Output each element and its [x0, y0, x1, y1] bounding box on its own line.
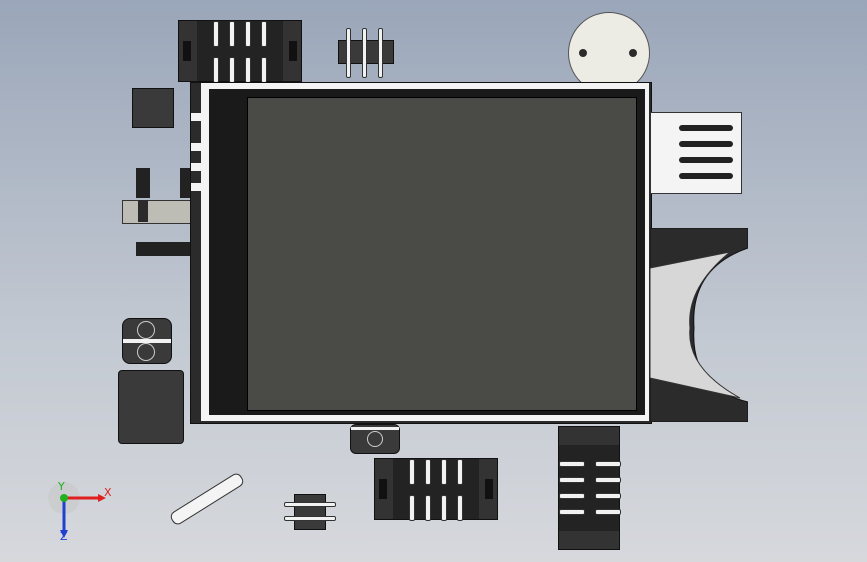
circle-icon: [137, 343, 155, 361]
side-switch[interactable]: [122, 168, 192, 256]
small-2pin-header[interactable]: [284, 494, 336, 530]
z-axis-label: Z: [60, 530, 68, 543]
circle-icon: [367, 431, 383, 447]
inductor-block[interactable]: [118, 370, 184, 444]
small-switch-bottom[interactable]: [350, 424, 400, 454]
circle-icon: [137, 321, 155, 339]
side-connector[interactable]: [650, 112, 742, 194]
crystal-cylinder[interactable]: [168, 471, 246, 527]
sd-card-slot[interactable]: [649, 227, 749, 423]
pin-header-small-top[interactable]: [338, 28, 394, 78]
vertical-header-bottom-right[interactable]: [558, 426, 621, 550]
dual-row-header-bottom[interactable]: [374, 458, 498, 521]
y-axis-label: Y: [58, 480, 65, 493]
axis-triad: X Y Z: [46, 480, 116, 544]
buzzer[interactable]: [568, 12, 650, 94]
tact-switch[interactable]: [122, 318, 172, 364]
screen[interactable]: [247, 97, 637, 411]
dual-row-header-top[interactable]: [178, 20, 302, 83]
x-axis-label: X: [104, 486, 112, 499]
lcd-display-module[interactable]: [190, 82, 652, 424]
square-ic[interactable]: [132, 88, 174, 128]
